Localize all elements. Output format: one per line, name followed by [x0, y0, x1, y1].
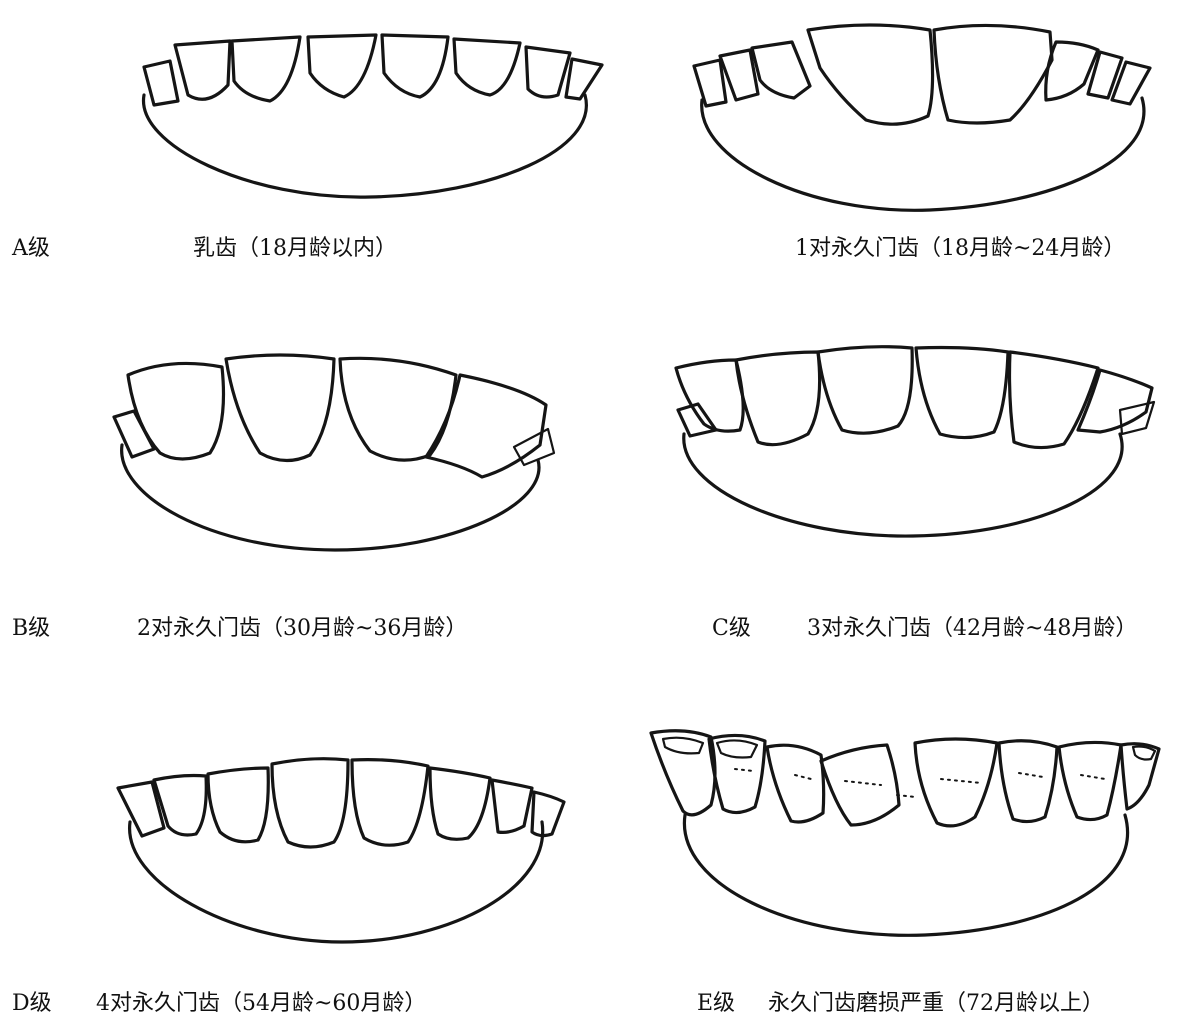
grade-c-description: 3对永久门齿（42月龄~48月龄） — [807, 618, 1137, 640]
wear-surface — [663, 738, 703, 754]
tooth — [526, 47, 570, 97]
grade-a-description: 乳齿（18月龄以内） — [193, 238, 397, 260]
grade-b-label: B级 — [12, 618, 50, 640]
wear-surface — [717, 740, 757, 757]
jaw-outline — [684, 434, 1122, 536]
tooth — [678, 404, 716, 436]
tooth — [144, 61, 178, 105]
tooth — [492, 780, 532, 832]
tooth — [1010, 352, 1099, 448]
tooth — [382, 35, 448, 97]
tooth — [208, 768, 268, 842]
tooth — [916, 348, 1008, 438]
tooth — [454, 39, 520, 95]
tooth — [752, 42, 810, 98]
tooth — [566, 59, 602, 99]
tooth — [154, 776, 206, 836]
jaw-figure-four-pairs — [112, 752, 572, 952]
jaw-figure-milk-teeth — [130, 25, 610, 215]
grade-a2-description: 1对永久门齿（18月龄~24月龄） — [795, 238, 1125, 260]
tooth — [1078, 370, 1152, 432]
grade-d-label: D级 — [12, 993, 52, 1015]
jaw-figure-worn-teeth — [645, 725, 1175, 945]
tooth — [999, 741, 1057, 822]
tooth — [430, 768, 490, 839]
grade-b-description: 2对永久门齿（30月龄~36月龄） — [137, 618, 467, 640]
tooth — [226, 355, 334, 461]
tooth — [426, 375, 546, 477]
jaw-figure-two-pairs — [110, 345, 560, 555]
grade-c-label: C级 — [712, 618, 751, 640]
jaw-figure-one-pair — [690, 20, 1170, 220]
grade-e-description: 永久门齿磨损严重（72月龄以上） — [768, 993, 1104, 1015]
tooth — [915, 739, 997, 826]
tooth — [651, 731, 715, 815]
tooth — [272, 759, 348, 847]
tooth — [232, 37, 300, 101]
jaw-outline — [702, 98, 1144, 210]
grade-a-label: A级 — [12, 238, 50, 260]
jaw-figure-three-pairs — [668, 338, 1158, 548]
tooth — [767, 745, 824, 822]
tooth — [736, 352, 820, 445]
tooth — [128, 363, 224, 459]
wear-surface — [1133, 747, 1155, 760]
grade-d-description: 4对永久门齿（54月龄~60月龄） — [96, 993, 426, 1015]
grade-e-label: E级 — [697, 993, 735, 1015]
tooth — [352, 760, 428, 846]
tooth — [308, 35, 376, 97]
tooth — [175, 41, 230, 99]
tooth — [532, 792, 564, 836]
tooth — [808, 25, 933, 124]
jaw-outline — [122, 445, 539, 550]
jaw-outline — [684, 815, 1127, 935]
tooth — [514, 429, 554, 465]
tooth — [694, 60, 726, 106]
tooth — [821, 745, 899, 825]
tooth — [1059, 742, 1121, 819]
tooth — [340, 358, 456, 460]
tooth — [934, 25, 1052, 123]
tooth — [818, 347, 912, 434]
jaw-outline — [144, 95, 587, 197]
